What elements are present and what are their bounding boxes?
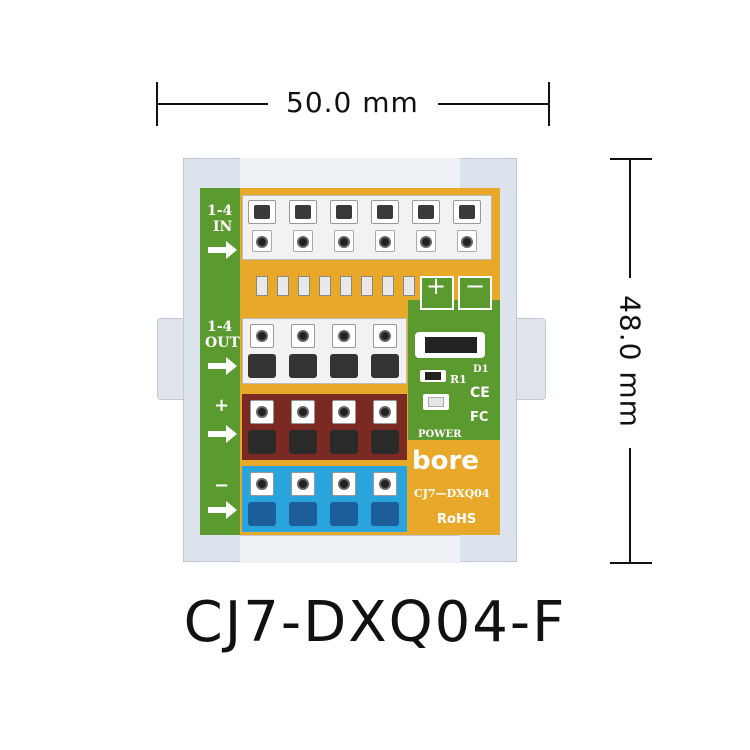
in-terminal-lever-slot: [459, 205, 475, 219]
signal-led: [256, 276, 268, 296]
height-dim-label: 48.0 mm: [613, 295, 647, 428]
out-terminal-lever[interactable]: [248, 354, 276, 378]
positive-terminal-screw-icon: [379, 406, 391, 418]
in-terminal-lever-slot: [254, 205, 270, 219]
resistor-r1-body: [425, 372, 441, 380]
rail-right-clip: [512, 318, 546, 400]
width-dim-line-right: [438, 103, 548, 105]
positive-terminal-lever[interactable]: [289, 430, 317, 454]
supply-minus-label: −: [465, 272, 486, 300]
width-dim-left-tick: [156, 82, 158, 126]
negative-terminal-screw-icon: [256, 478, 268, 490]
out-arrow-icon: [208, 357, 237, 375]
height-dim-line-bottom: [629, 448, 631, 562]
width-dim-line-left: [158, 103, 268, 105]
in-terminal-lever-slot: [377, 205, 393, 219]
signal-led: [319, 276, 331, 296]
positive-terminal-lever[interactable]: [371, 430, 399, 454]
out-terminal-screw-icon: [338, 330, 350, 342]
positive-terminal-screw-icon: [256, 406, 268, 418]
negative-terminal-lever[interactable]: [248, 502, 276, 526]
in-terminal-lever-slot: [336, 205, 352, 219]
width-dim-label: 50.0 mm: [286, 86, 419, 119]
negative-terminal-lever[interactable]: [330, 502, 358, 526]
out-terminal-hole[interactable]: [373, 324, 397, 348]
ce-mark: CE: [470, 385, 490, 401]
neg-label: −: [214, 475, 230, 496]
board-model-label: CJ7—DXQ04: [414, 487, 490, 500]
supply-plus-label: +: [426, 272, 447, 300]
width-dim-right-tick: [548, 82, 550, 126]
out-terminal-screw-icon: [379, 330, 391, 342]
in-terminal-lever[interactable]: [412, 200, 440, 224]
out-terminal-lever[interactable]: [289, 354, 317, 378]
power-label: POWER: [418, 429, 462, 440]
positive-terminal-screw-icon: [338, 406, 350, 418]
out-terminal-hole[interactable]: [332, 324, 356, 348]
pos-arrow-icon: [208, 425, 237, 443]
out-terminal-screw-icon: [297, 330, 309, 342]
d1-label: D1: [473, 364, 489, 375]
in-terminal-screw-icon: [461, 236, 473, 248]
negative-terminal-lever[interactable]: [371, 502, 399, 526]
out-terminal-screw-icon: [256, 330, 268, 342]
model-title: CJ7-DXQ04-F: [183, 590, 567, 655]
height-dim-top-tick: [610, 158, 652, 160]
in-terminal-screw-icon: [338, 236, 350, 248]
fc-mark: FC: [470, 410, 489, 425]
positive-terminal-lever[interactable]: [330, 430, 358, 454]
power-led-lens: [428, 397, 444, 407]
supply-minus-terminal[interactable]: [458, 276, 492, 310]
negative-terminal-screw-icon: [379, 478, 391, 490]
housing-bottom-notch: [240, 535, 460, 563]
out-label-line1: 1-4: [207, 319, 233, 335]
signal-led: [277, 276, 289, 296]
height-dim-bottom-tick: [610, 562, 652, 564]
out-terminal-lever[interactable]: [330, 354, 358, 378]
in-arrow-icon: [208, 241, 237, 259]
in-terminal-lever-slot: [295, 205, 311, 219]
in-terminal-lever[interactable]: [330, 200, 358, 224]
supply-plus-terminal[interactable]: [420, 276, 454, 310]
positive-terminal-lever[interactable]: [248, 430, 276, 454]
out-label-line2: OUT: [205, 335, 240, 351]
r1-label: R1: [450, 373, 467, 386]
height-dim-line-top: [629, 160, 631, 278]
in-terminal-block: [242, 195, 492, 260]
in-label-line1: 1-4: [207, 203, 233, 219]
in-terminal-screw-icon: [379, 236, 391, 248]
signal-led: [298, 276, 310, 296]
negative-terminal-lever[interactable]: [289, 502, 317, 526]
in-terminal-screw-icon: [420, 236, 432, 248]
signal-led: [340, 276, 352, 296]
signal-led: [361, 276, 373, 296]
in-label-line2: IN: [213, 219, 233, 235]
negative-terminal-screw-icon: [297, 478, 309, 490]
positive-terminal-hole[interactable]: [291, 400, 315, 424]
neg-arrow-icon: [208, 501, 237, 519]
rohs-label: RoHS: [437, 512, 477, 527]
positive-terminal-hole[interactable]: [332, 400, 356, 424]
in-terminal-screw-icon: [297, 236, 309, 248]
diode-d1-body: [425, 337, 477, 353]
negative-terminal-screw-icon: [338, 478, 350, 490]
brand-logo: bore: [412, 446, 479, 476]
out-terminal-lever[interactable]: [371, 354, 399, 378]
positive-terminal-screw-icon: [297, 406, 309, 418]
in-terminal-lever-slot: [418, 205, 434, 219]
in-terminal-screw-icon: [256, 236, 268, 248]
in-terminal-lever[interactable]: [248, 200, 276, 224]
pcb-green-strip: [200, 188, 240, 535]
housing-top-notch: [240, 158, 460, 189]
signal-led: [403, 276, 415, 296]
signal-led: [382, 276, 394, 296]
pos-label: +: [214, 395, 230, 416]
